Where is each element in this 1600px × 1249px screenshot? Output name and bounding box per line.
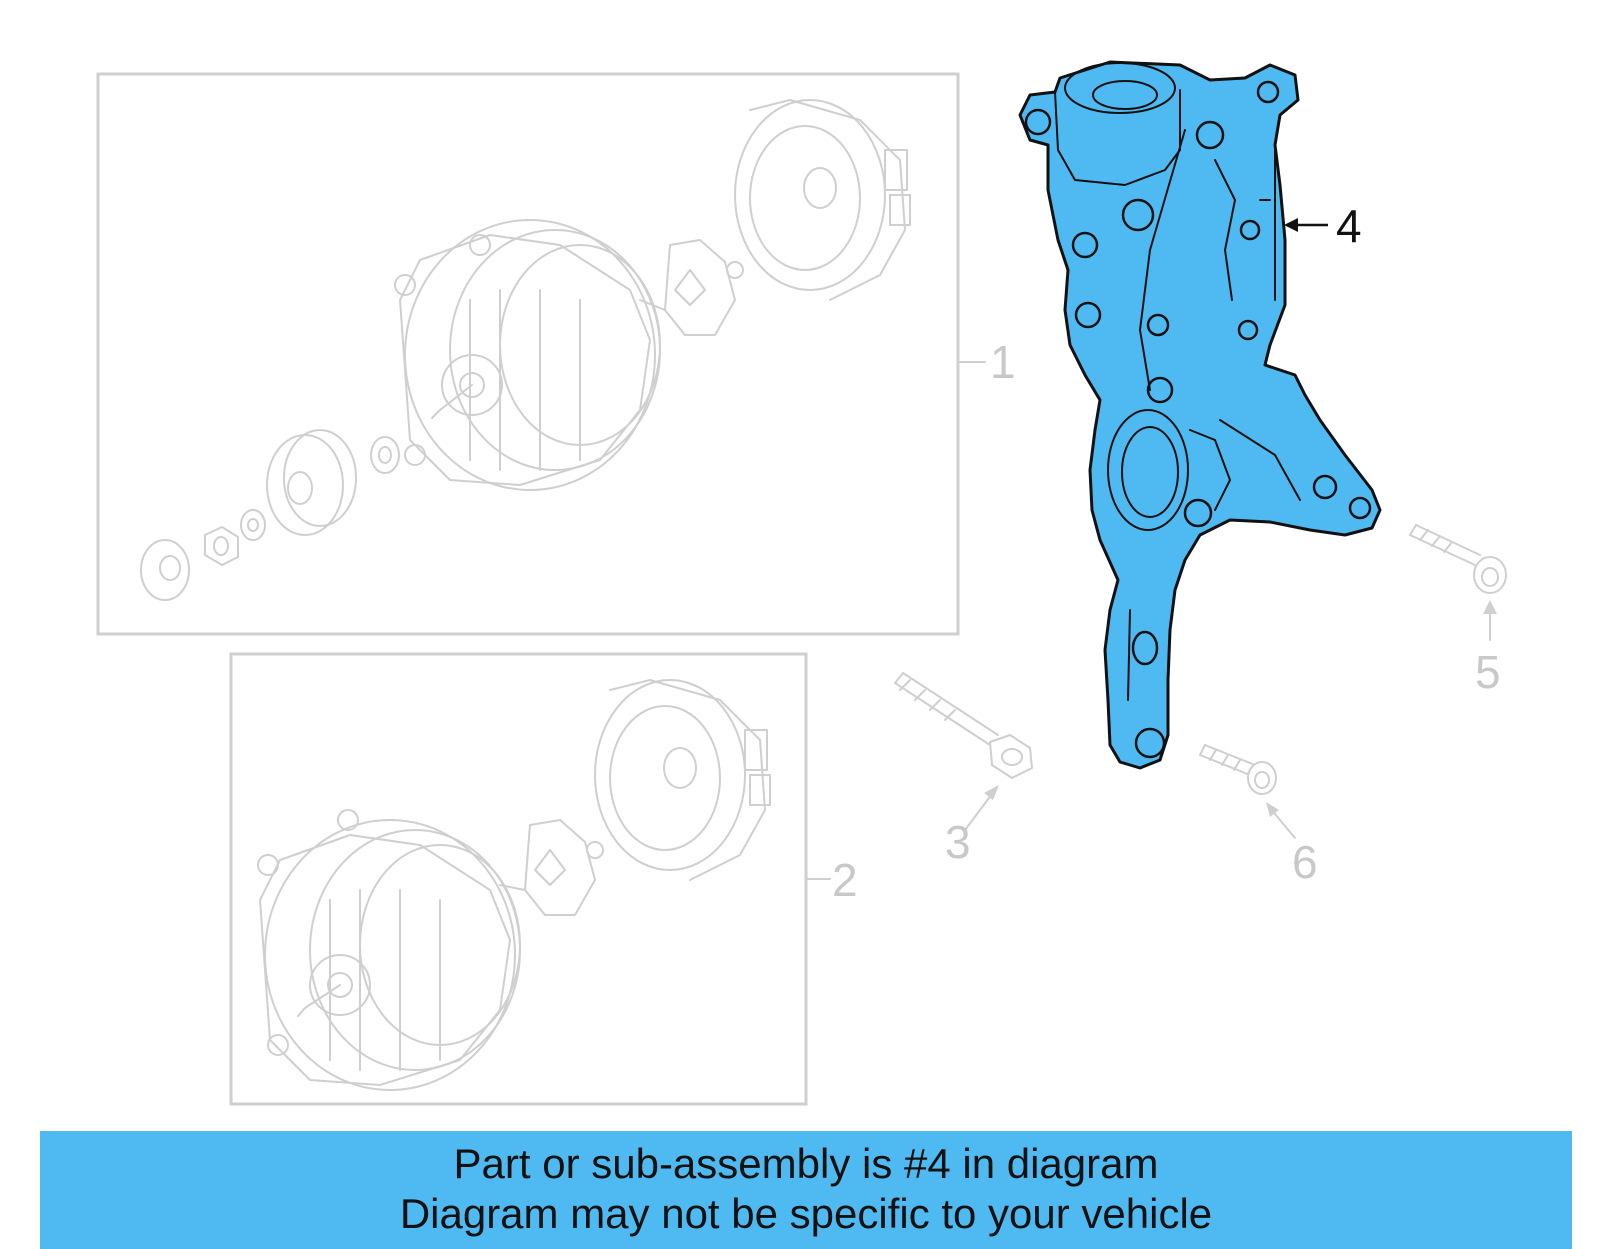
alternator-body-2 xyxy=(257,809,521,1091)
banner-line-2: Diagram may not be specific to your vehi… xyxy=(399,1190,1213,1237)
pulley-1 xyxy=(266,429,400,536)
arrow-3 xyxy=(984,785,999,800)
bolt-3[interactable]: 3 xyxy=(894,672,1033,868)
callout-1[interactable]: 1 xyxy=(990,336,1016,388)
arrow-5 xyxy=(1483,600,1497,614)
callout-6[interactable]: 6 xyxy=(1292,836,1318,888)
mounting-bracket-4[interactable]: 4 xyxy=(1018,60,1382,770)
callout-2[interactable]: 2 xyxy=(832,854,858,906)
regulator-2 xyxy=(499,819,604,916)
arrow-4 xyxy=(1284,218,1298,232)
callout-4[interactable]: 4 xyxy=(1336,200,1362,252)
bolt-5[interactable]: 5 xyxy=(1409,524,1507,698)
alternator-assembly-2[interactable]: 2 xyxy=(229,652,858,1106)
arrow-6 xyxy=(1266,802,1279,817)
callout-5[interactable]: 5 xyxy=(1475,646,1501,698)
callout-3[interactable]: 3 xyxy=(945,816,971,868)
rear-cover-2 xyxy=(594,679,771,881)
assembly-1-frame xyxy=(96,72,960,636)
alternator-body-1 xyxy=(394,219,661,491)
assembly-2-frame xyxy=(229,652,808,1106)
info-banner: Part or sub-assembly is #4 in diagram Di… xyxy=(40,1131,1572,1249)
rear-cover-1 xyxy=(734,99,911,301)
small-parts-1 xyxy=(140,509,266,601)
regulator-1 xyxy=(639,239,744,336)
bolt-6[interactable]: 6 xyxy=(1199,744,1318,888)
banner-line-1: Part or sub-assembly is #4 in diagram xyxy=(453,1140,1159,1187)
alternator-assembly-1[interactable]: 1 xyxy=(96,72,1016,636)
